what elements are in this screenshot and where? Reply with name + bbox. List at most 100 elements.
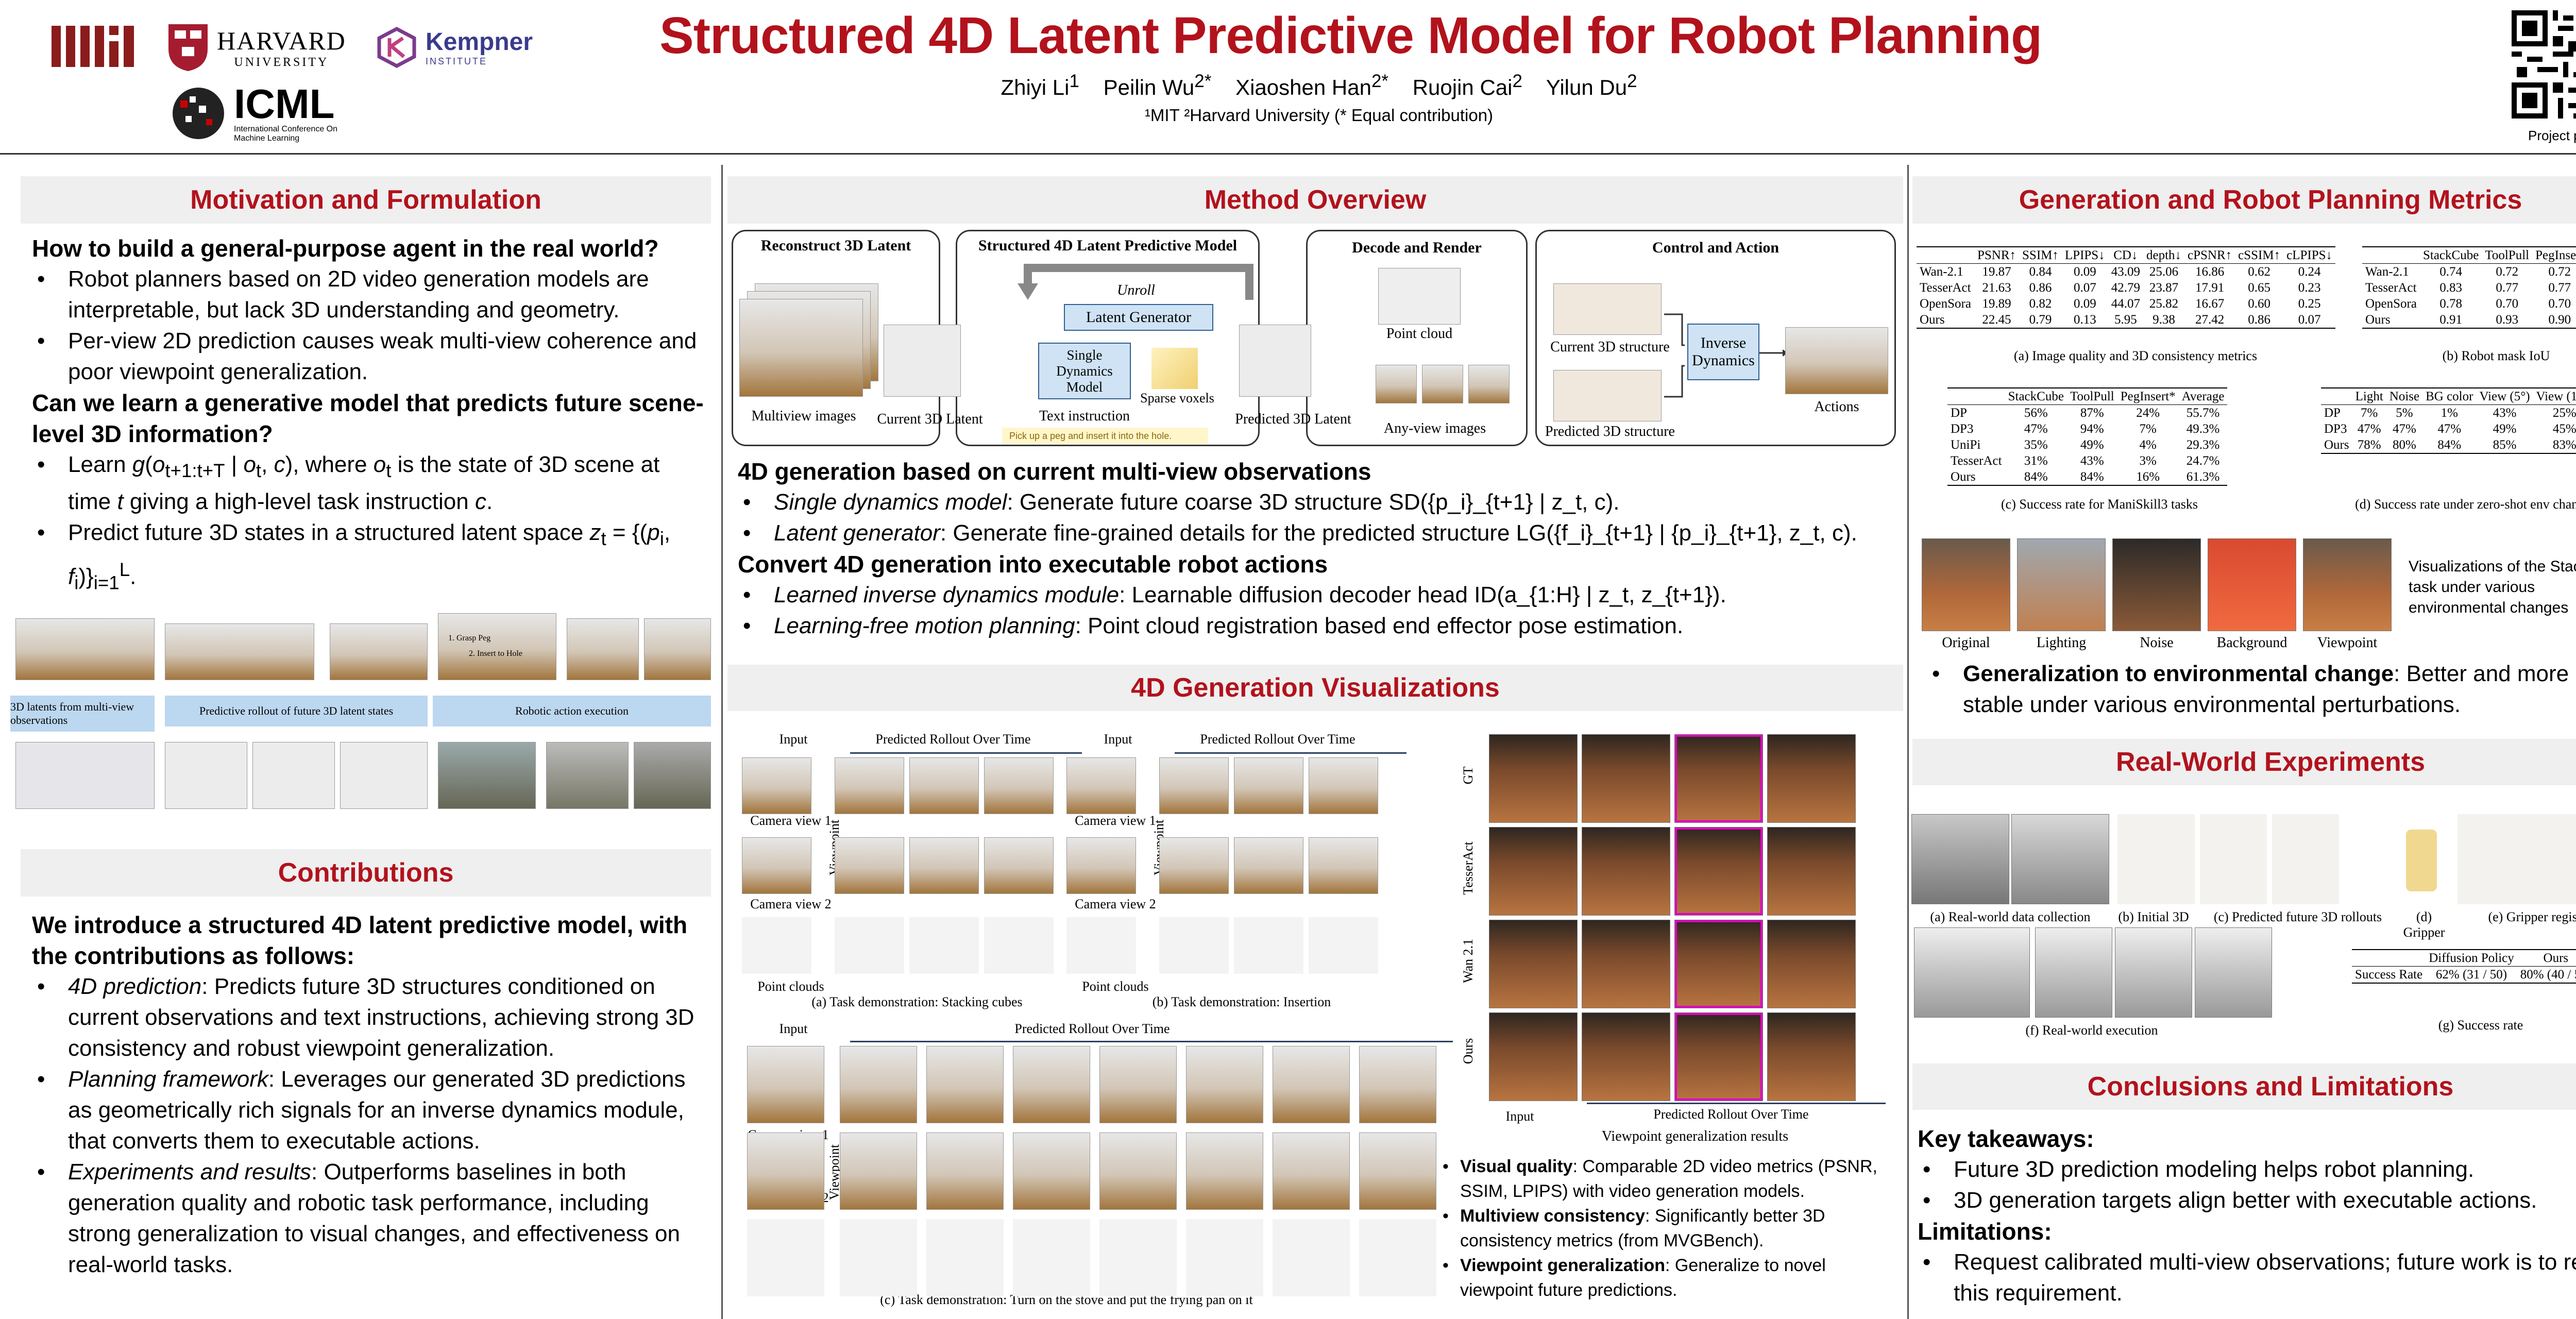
table-cell: Wan-2.1 bbox=[2365, 265, 2409, 279]
table-cell: 25.06 bbox=[2149, 265, 2179, 279]
scene-tile bbox=[1159, 757, 1229, 814]
motivation-text: How to build a general-purpose agent in … bbox=[32, 233, 707, 598]
bullet: Robot planners based on 2D video generat… bbox=[32, 264, 707, 326]
step-label: 2. Insert to Hole bbox=[469, 649, 522, 658]
table-header: StackCube bbox=[2419, 246, 2482, 264]
bullet: Single dynamics model: Generate future c… bbox=[738, 487, 1897, 518]
table-cell: 0.62 bbox=[2248, 265, 2271, 279]
table-header bbox=[2362, 246, 2420, 264]
table-cell: DP bbox=[1951, 406, 1967, 420]
table-cell: 22.45 bbox=[1974, 312, 2020, 329]
scene-tile bbox=[840, 1132, 917, 1210]
section-heading: Real-World Experiments bbox=[1912, 739, 2576, 785]
icml-sub: International Conference On Machine Lear… bbox=[234, 125, 338, 143]
table-cell: 0.84 bbox=[2029, 265, 2052, 279]
column-divider bbox=[721, 165, 723, 1319]
table-cell: 17.91 bbox=[2195, 281, 2225, 295]
method-diagram: Reconstruct 3D Latent Structured 4D Late… bbox=[729, 227, 1899, 448]
table-cell: 0.83 bbox=[2439, 281, 2463, 295]
table-header: depth↓ bbox=[2143, 246, 2185, 264]
scene-image bbox=[634, 742, 711, 809]
table-cell: 19.87 bbox=[1982, 265, 2011, 279]
table-header: Average bbox=[2178, 387, 2228, 405]
viewpoint-generalization: GT TesserAct Wan 2.1 Ours Input Predicte… bbox=[1461, 732, 1901, 1175]
scene-tile bbox=[1099, 1132, 1177, 1210]
figure-caption: Viewpoint generalization results bbox=[1601, 1128, 1789, 1144]
vis-panels-ab: Input Predicted Rollout Over Time Input … bbox=[732, 726, 1463, 1009]
icml-name: ICML bbox=[234, 81, 335, 127]
viewpoint-frame bbox=[1674, 827, 1763, 916]
table-cell: 0.90 bbox=[2532, 312, 2576, 329]
bullet: Predict future 3D states in a structured… bbox=[32, 517, 707, 598]
table-cell: 43% bbox=[2493, 406, 2517, 420]
bullet: Learn g(ot+1:t+T | ot, c), where ot is t… bbox=[32, 449, 707, 517]
render-view bbox=[1468, 365, 1510, 403]
time-arrow bbox=[1587, 1103, 1886, 1104]
scene-tile bbox=[835, 837, 904, 894]
scene-tile bbox=[1159, 917, 1229, 974]
table-cell: 7% bbox=[2361, 406, 2378, 420]
multiview-image bbox=[739, 299, 863, 397]
table-header: Noise bbox=[2386, 387, 2423, 405]
scene-tile bbox=[1273, 1219, 1350, 1296]
scene-image bbox=[438, 742, 536, 809]
author: Yilun Du2 bbox=[1546, 71, 1637, 99]
photo bbox=[2195, 927, 2272, 1018]
scene-tile bbox=[926, 1219, 1004, 1296]
table-header: cSSIM↑ bbox=[2235, 246, 2284, 264]
section-heading: Generation and Robot Planning Metrics bbox=[1912, 176, 2576, 224]
table-cell: 9.38 bbox=[2143, 312, 2185, 329]
viewpoint-frame bbox=[1489, 920, 1578, 1008]
table-cell: 0.25 bbox=[2298, 297, 2321, 311]
table-cell: UniPi bbox=[1951, 438, 1981, 452]
table-cell: TesserAct bbox=[2365, 281, 2417, 295]
scene-tile bbox=[840, 1219, 917, 1296]
viewpoint-frame bbox=[1582, 827, 1670, 916]
table-cell: 0.09 bbox=[2073, 297, 2096, 311]
latent-voxels bbox=[884, 325, 961, 397]
diagram-label: Predicted 3D structure bbox=[1545, 424, 1675, 439]
scene-tile bbox=[1234, 917, 1303, 974]
render-view bbox=[1422, 365, 1463, 403]
photo bbox=[2272, 814, 2339, 904]
viewpoint-frame bbox=[1767, 734, 1856, 823]
table-cell: Ours bbox=[1947, 469, 2005, 486]
scene-image bbox=[438, 613, 556, 680]
dynamics-block: Single Dynamics Model bbox=[1038, 343, 1131, 399]
affiliations: ¹MIT ²Harvard University (* Equal contri… bbox=[1144, 106, 1494, 125]
photo bbox=[1911, 814, 2009, 904]
table-cell: 85% bbox=[2476, 437, 2533, 454]
table-cell: 0.93 bbox=[2482, 312, 2533, 329]
author: Peilin Wu2* bbox=[1103, 71, 1212, 99]
vis-grid-container bbox=[850, 752, 1443, 754]
table-cell: 4% bbox=[2139, 438, 2157, 452]
author: Zhiyi Li1 bbox=[1001, 71, 1079, 99]
bullet: Generalization to environmental change: … bbox=[1927, 658, 2576, 720]
table-cell: 25% bbox=[2552, 406, 2576, 420]
conclusion-text: Key takeaways: Future 3D prediction mode… bbox=[1918, 1123, 2576, 1309]
figure-caption: (e) Gripper registration bbox=[2488, 909, 2576, 924]
viewpoint-frame bbox=[1674, 1012, 1763, 1101]
scene-image bbox=[546, 742, 629, 809]
table-cell: 84% bbox=[2422, 437, 2477, 454]
table-cell: 19.89 bbox=[1982, 297, 2011, 311]
vis-label: Camera view 1 bbox=[750, 813, 832, 828]
photo bbox=[1914, 927, 2030, 1018]
table-cell: Wan-2.1 bbox=[1920, 265, 1963, 279]
photo bbox=[2200, 814, 2267, 904]
stage-title: Structured 4D Latent Predictive Model bbox=[978, 237, 1238, 254]
vis-label: Predicted Rollout Over Time bbox=[1014, 1021, 1170, 1036]
flow-arrows-icon bbox=[1664, 313, 1788, 398]
table-cell: 43% bbox=[2080, 454, 2104, 468]
qr-code-icon[interactable] bbox=[2512, 10, 2576, 119]
table-cell: 0.70 bbox=[2548, 297, 2571, 311]
row-label: Wan 2.1 bbox=[1461, 939, 1476, 983]
table-cell: 0.13 bbox=[2061, 312, 2108, 329]
diagram-label: Multiview images bbox=[751, 408, 856, 424]
env-thumbnail bbox=[2017, 538, 2106, 631]
